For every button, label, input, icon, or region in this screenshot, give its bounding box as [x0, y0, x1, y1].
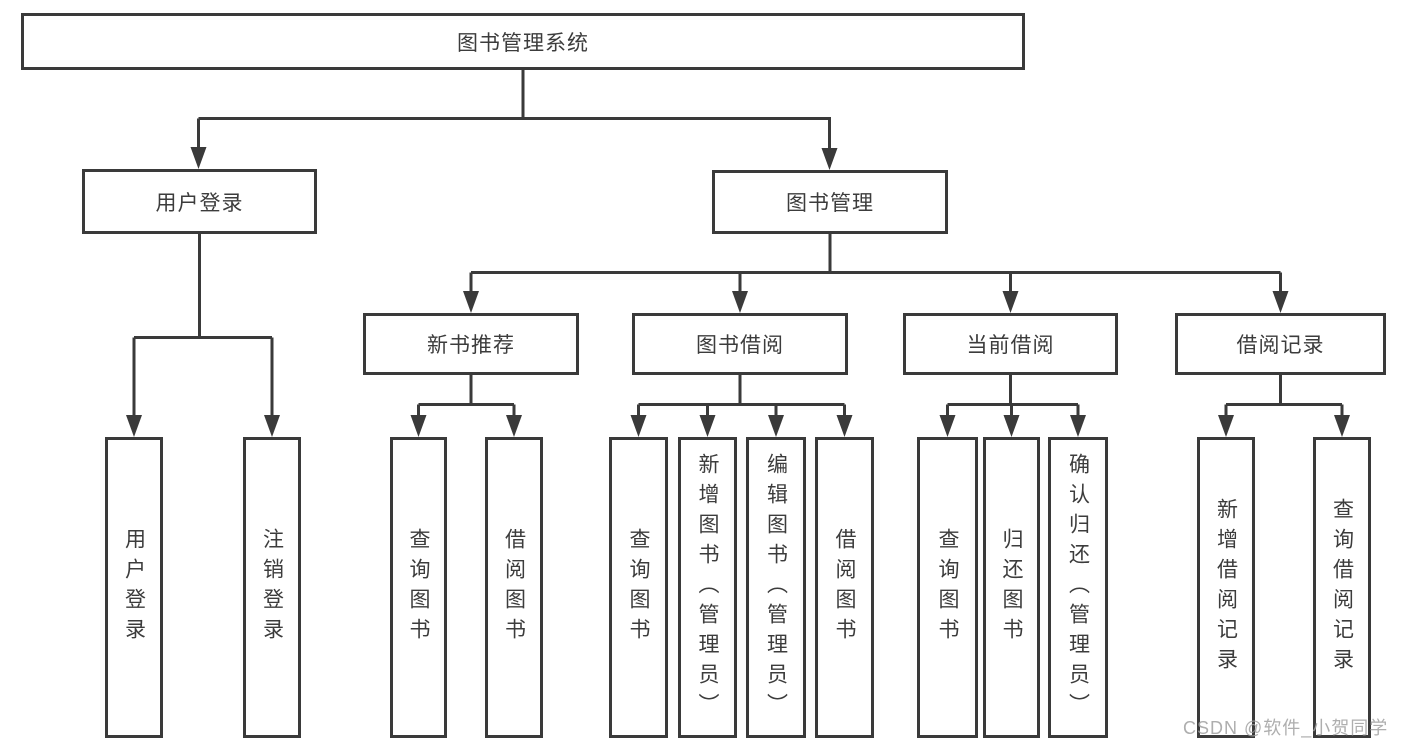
- leaf-add-borrow-record: 新增借阅记录: [1197, 437, 1255, 738]
- arrowhead: [732, 291, 748, 313]
- leaf-confirm-return-admin: 确认归还（管理员）: [1048, 437, 1108, 738]
- leaf-query-books-borrow: 查询图书: [609, 437, 668, 738]
- arrowhead: [1218, 415, 1234, 437]
- arrowhead: [836, 415, 853, 437]
- arrowhead: [190, 147, 207, 169]
- edge-user-login-to-leaves: [126, 233, 280, 437]
- csdn-watermark: CSDN @软件_小贺同学: [1183, 718, 1389, 738]
- edge-current-borrow-to-leaves: [939, 375, 1086, 437]
- arrowhead: [768, 415, 784, 437]
- node-borrow-records: 借阅记录: [1175, 313, 1386, 375]
- leaf-query-borrow-record: 查询借阅记录: [1313, 437, 1371, 738]
- leaf-return-books: 归还图书: [983, 437, 1040, 738]
- node-book-borrow: 图书借阅: [632, 313, 848, 375]
- edge-book-borrow-to-leaves: [630, 375, 853, 437]
- arrowhead: [1272, 291, 1289, 313]
- node-book-management: 图书管理: [712, 170, 948, 234]
- leaf-user-login: 用户登录: [105, 437, 163, 738]
- edge-root-to-level2: [190, 69, 838, 170]
- arrowhead: [126, 415, 142, 437]
- edge-book-management-to-level3: [463, 234, 1289, 313]
- node-library-management-system: 图书管理系统: [21, 13, 1025, 70]
- node-user-login: 用户登录: [82, 169, 317, 234]
- leaf-logout: 注销登录: [243, 437, 301, 738]
- arrowhead: [1002, 291, 1019, 313]
- arrowhead: [630, 415, 647, 437]
- leaf-edit-books-admin: 编辑图书（管理员）: [746, 437, 806, 738]
- edge-borrow-records-to-leaves: [1218, 375, 1350, 437]
- arrowhead: [410, 415, 427, 437]
- arrowhead: [1334, 415, 1350, 437]
- arrowhead: [264, 415, 280, 437]
- node-new-book-recommend: 新书推荐: [363, 313, 579, 375]
- arrowhead: [939, 415, 956, 437]
- arrowhead: [1070, 415, 1086, 437]
- arrowhead: [821, 148, 838, 170]
- leaf-query-books-recommend: 查询图书: [390, 437, 447, 738]
- leaf-borrow-books: 借阅图书: [815, 437, 874, 738]
- arrowhead: [699, 415, 716, 437]
- leaf-query-books-current: 查询图书: [917, 437, 978, 738]
- arrowhead: [506, 415, 522, 437]
- leaf-borrow-books-recommend: 借阅图书: [485, 437, 543, 738]
- arrowhead: [463, 291, 479, 313]
- arrowhead: [1003, 415, 1020, 437]
- edge-new-book-recommend-to-leaves: [410, 375, 522, 437]
- leaf-add-books-admin: 新增图书（管理员）: [678, 437, 737, 738]
- node-current-borrow: 当前借阅: [903, 313, 1118, 375]
